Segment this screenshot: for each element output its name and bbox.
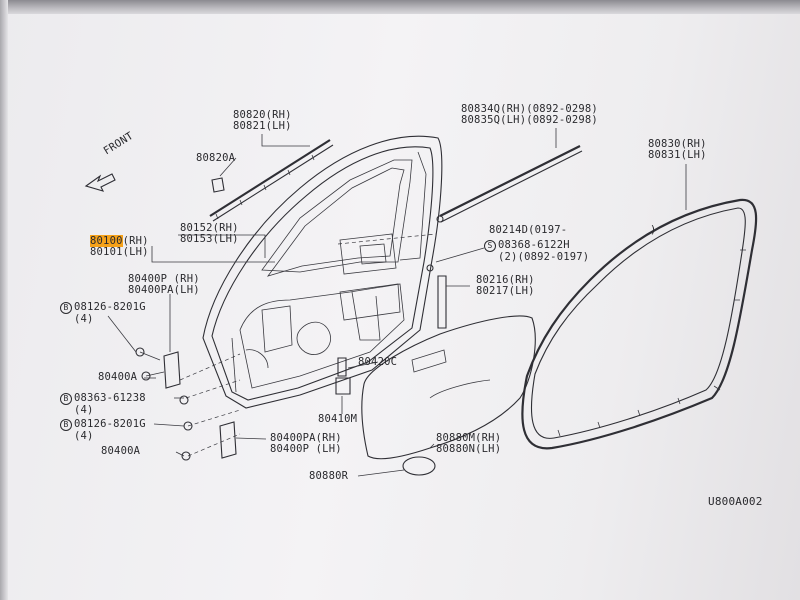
diagram-code: U800A002 [708, 495, 763, 508]
callout-fragment: ) [650, 224, 657, 236]
s-symbol-icon: S [484, 240, 496, 252]
sash-guide [437, 275, 447, 329]
outer-weatherstrip [209, 139, 334, 222]
callout-80410m: 80410M [318, 413, 358, 425]
callout-80214d: 80214D(0197- [489, 224, 568, 236]
callout-80216: 80216(RH)80217(LH) [476, 274, 535, 297]
b-symbol-icon: B [60, 302, 72, 314]
monitor-bezel-left [0, 0, 8, 600]
callout-80420c: 80420C [358, 356, 398, 368]
callout-80820a: 80820A [196, 152, 236, 164]
callout-80400pa: 80400PA(RH)80400P (LH) [270, 432, 342, 455]
clip-part [211, 177, 225, 193]
door-frame [202, 135, 443, 409]
belt-weatherstrip [436, 145, 583, 223]
callout-80152: 80152(RH)80153(LH) [180, 222, 239, 245]
callout-80400p: 80400P (RH)80400PA(LH) [128, 273, 200, 296]
upper-hinge [135, 347, 181, 389]
b-symbol-icon: B [60, 419, 72, 431]
highlighted-part-number: 80100 [90, 235, 123, 247]
callout-80830: 80830(RH)80831(LH) [648, 138, 707, 161]
callout-80100: 80100(RH)80101(LH) [90, 235, 149, 258]
callout-80820: 80820(RH)80821(LH) [233, 109, 292, 132]
b-symbol-icon: B [60, 393, 72, 405]
door-seal [521, 198, 758, 450]
callout-80880m: 80880M(RH)80880N(LH) [436, 432, 502, 455]
lower-hinge [179, 395, 237, 461]
callout-80880r: 80880R [309, 470, 349, 482]
door-trim-panel [361, 315, 536, 476]
callout-80400a-lower: 80400A [101, 445, 141, 457]
door-check [335, 357, 351, 395]
callout-80834q: 80834Q(RH)(0892-0298)80835Q(LH)(0892-029… [461, 103, 598, 126]
bolt-part [426, 264, 434, 272]
front-arrow-icon [84, 173, 116, 192]
monitor-bezel-top [0, 0, 800, 14]
callout-80400a-upper: 80400A [98, 371, 138, 383]
leader-lines [107, 128, 687, 477]
